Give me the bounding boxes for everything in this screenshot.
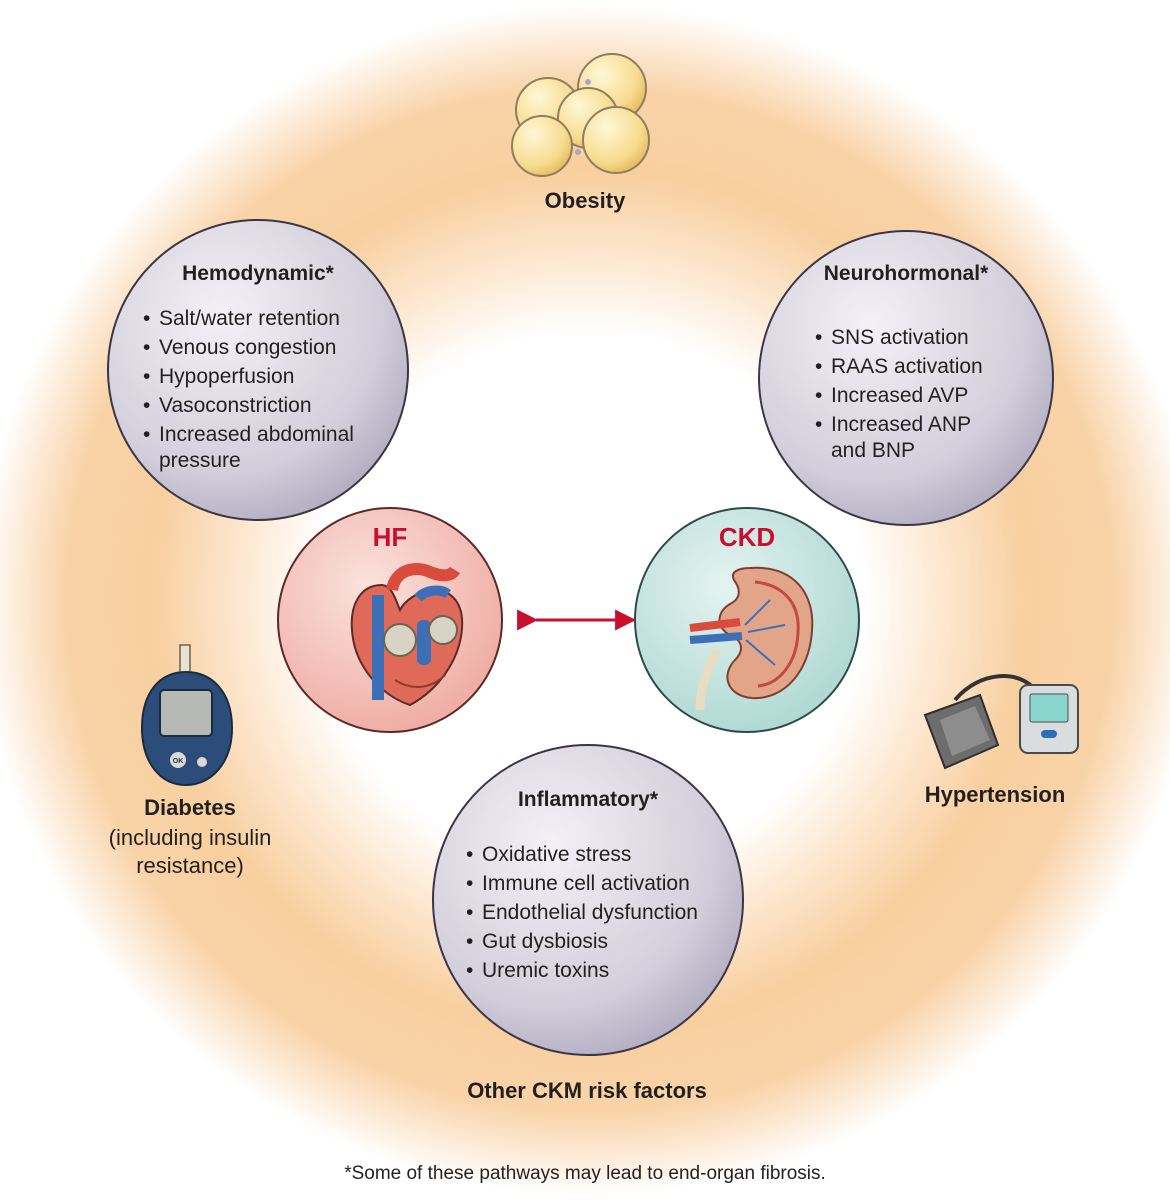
list-item: Increased abdominal <box>143 420 354 449</box>
neurohormonal-list-continuation: and BNP <box>831 439 916 462</box>
list-item: Salt/water retention <box>143 304 354 333</box>
diabetes-label: Diabetes <box>144 795 236 820</box>
blood-pressure-monitor-icon <box>923 674 1079 770</box>
hf-label: HF <box>372 522 408 552</box>
obesity-label: Obesity <box>544 188 626 213</box>
diabetes-subtitle-line1: (including insulin <box>108 825 272 850</box>
list-item: Increased ANP <box>815 410 983 439</box>
glucometer-ok-label: OK <box>173 758 184 765</box>
list-item: Increased AVP <box>815 381 983 410</box>
diabetes-subtitle-line2: resistance) <box>136 853 244 878</box>
glucometer-icon <box>140 644 234 787</box>
kidney-icon <box>689 566 814 711</box>
hemodynamic-list: Salt/water retention Venous congestion H… <box>143 304 354 449</box>
footnote: *Some of these pathways may lead to end-… <box>344 1163 826 1184</box>
list-item: Oxidative stress <box>466 840 698 869</box>
inflammatory-title: Inflammatory* <box>517 788 659 811</box>
other-ckm-risk-factors-label: Other CKM risk factors <box>467 1078 707 1103</box>
list-item: RAAS activation <box>815 352 983 381</box>
list-item: Gut dysbiosis <box>466 927 698 956</box>
inflammatory-list: Oxidative stress Immune cell activation … <box>466 840 698 985</box>
list-item: Endothelial dysfunction <box>466 898 698 927</box>
list-item: Uremic toxins <box>466 956 698 985</box>
neurohormonal-title: Neurohormonal* <box>823 262 989 285</box>
list-item: Vasoconstriction <box>143 391 354 420</box>
heart-icon <box>350 563 464 707</box>
list-item: SNS activation <box>815 323 983 352</box>
list-item: Immune cell activation <box>466 869 698 898</box>
list-item: Venous congestion <box>143 333 354 362</box>
list-item: Hypoperfusion <box>143 362 354 391</box>
fat-cells-icon <box>511 53 650 177</box>
hemodynamic-list-continuation: pressure <box>159 449 241 472</box>
hemodynamic-title: Hemodynamic* <box>182 262 334 285</box>
ckd-label: CKD <box>718 522 776 552</box>
hypertension-label: Hypertension <box>924 782 1066 807</box>
neurohormonal-list: SNS activation RAAS activation Increased… <box>815 323 983 439</box>
